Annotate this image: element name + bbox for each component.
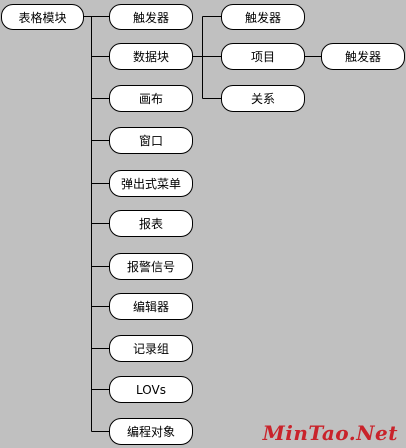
node-program-unit: 编程对象: [109, 418, 193, 445]
node-canvas: 画布: [109, 85, 193, 112]
node-data-block-trigger: 触发器: [221, 4, 305, 30]
node-item: 项目: [221, 43, 305, 70]
node-alert: 报警信号: [109, 253, 193, 280]
node-relation: 关系: [221, 85, 305, 112]
node-item-trigger: 触发器: [321, 43, 405, 70]
node-window: 窗口: [109, 127, 193, 154]
node-popup-menu: 弹出式菜单: [109, 170, 193, 197]
node-trigger: 触发器: [109, 4, 193, 30]
node-data-block: 数据块: [109, 43, 193, 70]
watermark: MinTao.Net: [262, 421, 398, 445]
node-record-group: 记录组: [109, 335, 193, 362]
node-lovs: LOVs: [109, 376, 193, 403]
node-report: 报表: [109, 210, 193, 237]
node-root: 表格模块: [1, 4, 84, 30]
node-editor: 编辑器: [109, 293, 193, 320]
